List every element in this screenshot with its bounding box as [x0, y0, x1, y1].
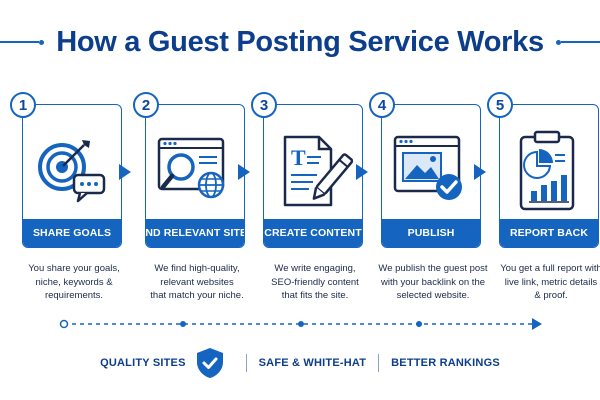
browser-search-icon	[146, 119, 244, 223]
step-description: We find high-quality, relevant websites …	[150, 263, 244, 301]
step-description: We publish the guest post with your back…	[378, 263, 488, 301]
clipboard-chart-icon	[500, 119, 598, 223]
step-label: CREATE CONTENT	[264, 219, 362, 247]
step-card: SHARE GOALS	[22, 104, 122, 248]
shield-check-icon	[196, 347, 224, 379]
title-decoration-left	[0, 39, 45, 45]
title-decoration-right	[555, 39, 600, 45]
arrow-right-icon	[238, 164, 250, 180]
badge-better-rankings: BETTER RANKINGS	[391, 357, 500, 369]
badge-safe-white-hat: SAFE & WHITE-HAT	[258, 357, 367, 369]
step-card: FIND RELEVANT SITES	[145, 104, 245, 248]
step-number: 3	[251, 92, 277, 118]
divider	[245, 354, 247, 372]
step-card: REPORT BACK	[499, 104, 599, 248]
arrow-right-icon	[474, 164, 486, 180]
process-timeline	[59, 318, 542, 330]
badge-quality-sites: QUALITY SITES	[100, 357, 186, 369]
step-label: SHARE GOALS	[23, 219, 121, 247]
step-number: 4	[369, 92, 395, 118]
step-number: 5	[487, 92, 513, 118]
divider	[378, 354, 380, 372]
title-row: How a Guest Posting Service Works	[0, 20, 600, 64]
target-chat-icon	[23, 119, 121, 223]
step-card: T CREATE CONTENT	[263, 104, 363, 248]
step-label: FIND RELEVANT SITES	[146, 219, 244, 247]
browser-check-icon	[382, 119, 480, 223]
page-title: How a Guest Posting Service Works	[56, 25, 544, 58]
step-description: You get a full report with live link, me…	[500, 263, 600, 301]
step-label: PUBLISH	[382, 219, 480, 247]
arrow-right-icon	[119, 164, 131, 180]
svg-text:T: T	[291, 145, 306, 170]
document-pen-icon: T	[264, 119, 362, 223]
step-number: 2	[133, 92, 159, 118]
step-label: REPORT BACK	[500, 219, 598, 247]
benefits-row: QUALITY SITES SAFE & WHITE-HAT BETTER RA…	[0, 346, 600, 380]
step-number: 1	[10, 92, 36, 118]
arrow-right-icon	[356, 164, 368, 180]
step-description: You share your goals, niche, keywords & …	[28, 263, 120, 301]
step-card: PUBLISH	[381, 104, 481, 248]
step-description: We write engaging, SEO-friendly content …	[271, 263, 359, 301]
